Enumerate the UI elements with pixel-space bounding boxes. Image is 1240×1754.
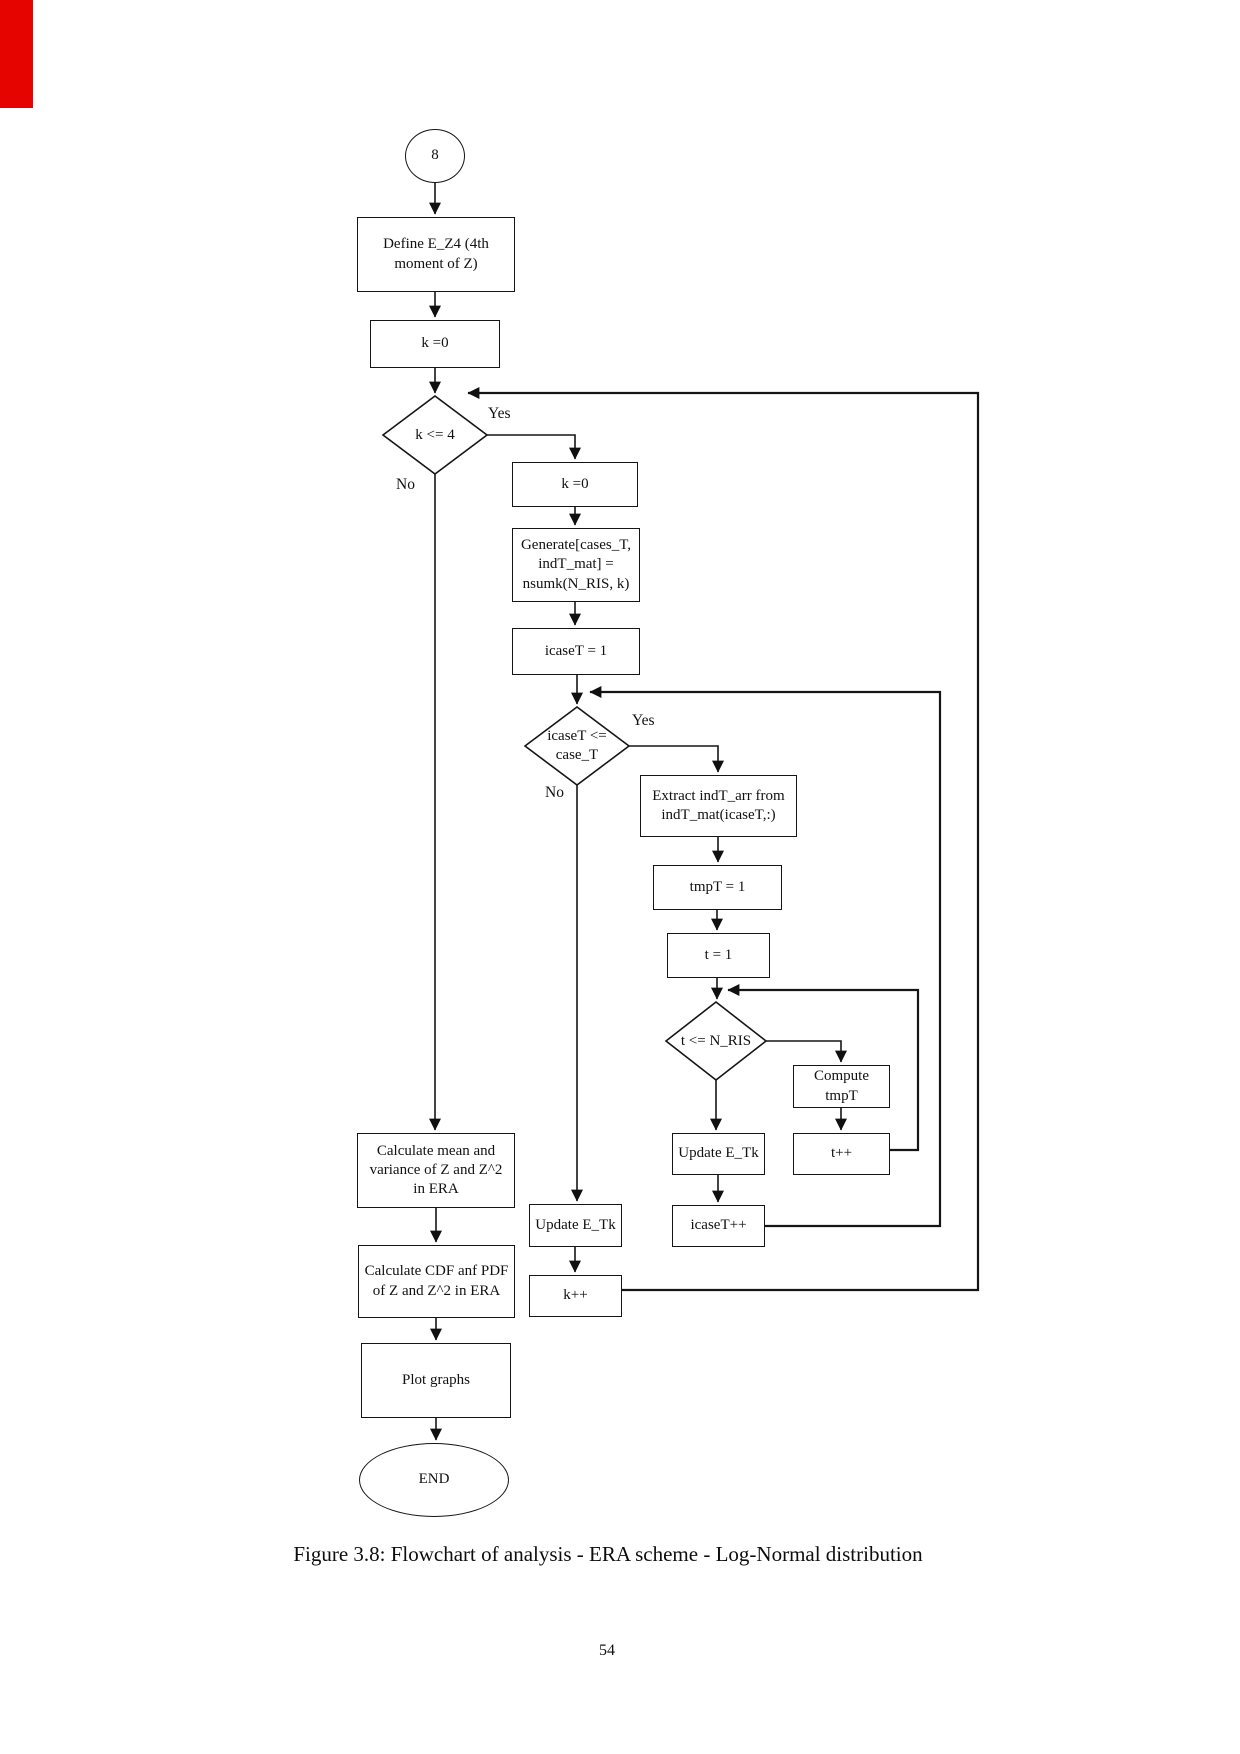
node-tmpt-init: tmpT = 1 (653, 865, 782, 910)
decision-icaset-label: icaseT <= case_T (547, 728, 607, 763)
node-update-etk-inner-label: Update E_Tk (678, 1145, 759, 1162)
node-k-init-label: k =0 (421, 335, 449, 352)
node-calc-mean-label: Calculate mean and variance of Z and Z^2… (369, 1142, 503, 1198)
branch-label-k-no: No (396, 476, 415, 493)
node-define-ez4: Define E_Z4 (4th moment of Z) (357, 217, 515, 292)
decision-t-shape (664, 1000, 768, 1082)
red-margin-marker (0, 0, 33, 108)
branch-label-k-yes: Yes (488, 405, 511, 422)
decision-icaset-shape (523, 706, 631, 786)
node-end-label: END (418, 1471, 450, 1488)
figure-caption: Figure 3.8: Flowchart of analysis - ERA … (293, 1542, 923, 1566)
node-k-reset-label: k =0 (561, 475, 589, 492)
node-icase-increment: icaseT++ (672, 1205, 765, 1247)
node-k-reset: k =0 (512, 462, 638, 507)
branch-label-icase-no: No (545, 784, 564, 801)
node-calc-mean: Calculate mean and variance of Z and Z^2… (357, 1133, 515, 1208)
node-update-etk-outer-label: Update E_Tk (535, 1216, 616, 1233)
node-calc-cdf-label: Calculate CDF anf PDF of Z and Z^2 in ER… (364, 1263, 509, 1299)
node-update-etk-inner: Update E_Tk (672, 1133, 765, 1175)
node-icase-init: icaseT = 1 (512, 628, 640, 675)
node-compute-tmpt-label: Compute tmpT (814, 1068, 869, 1104)
node-tmpt-init-label: tmpT = 1 (689, 878, 746, 895)
node-compute-tmpt: Compute tmpT (793, 1065, 890, 1108)
connector-8-label: 8 (431, 147, 439, 164)
node-generate: Generate[cases_T, indT_mat] = nsumk(N_RI… (512, 528, 640, 602)
node-end: END (359, 1443, 509, 1517)
node-extract: Extract indT_arr from indT_mat(icaseT,:) (640, 775, 797, 837)
node-t-init-label: t = 1 (704, 946, 733, 963)
node-icase-init-label: icaseT = 1 (544, 642, 608, 659)
node-update-etk-outer: Update E_Tk (529, 1204, 622, 1247)
decision-k-label: k <= 4 (415, 426, 455, 443)
node-extract-label: Extract indT_arr from indT_mat(icaseT,:) (652, 787, 785, 823)
page-number: 54 (599, 1642, 615, 1659)
node-t-increment-label: t++ (830, 1145, 853, 1162)
decision-k-shape (381, 395, 489, 475)
node-t-init: t = 1 (667, 933, 770, 978)
node-plot: Plot graphs (361, 1343, 511, 1418)
node-calc-cdf: Calculate CDF anf PDF of Z and Z^2 in ER… (358, 1245, 515, 1318)
connector-8: 8 (405, 129, 465, 183)
node-generate-label: Generate[cases_T, indT_mat] = nsumk(N_RI… (520, 537, 632, 592)
node-define-ez4-label: Define E_Z4 (4th moment of Z) (383, 236, 489, 272)
node-k-init: k =0 (370, 320, 500, 368)
decision-t-label: t <= N_RIS (680, 1032, 752, 1049)
branch-label-icase-yes: Yes (632, 712, 655, 729)
node-plot-label: Plot graphs (402, 1371, 470, 1388)
node-icase-increment-label: icaseT++ (690, 1217, 747, 1234)
node-t-increment: t++ (793, 1133, 890, 1175)
node-k-increment: k++ (529, 1275, 622, 1317)
node-k-increment-label: k++ (563, 1287, 588, 1304)
